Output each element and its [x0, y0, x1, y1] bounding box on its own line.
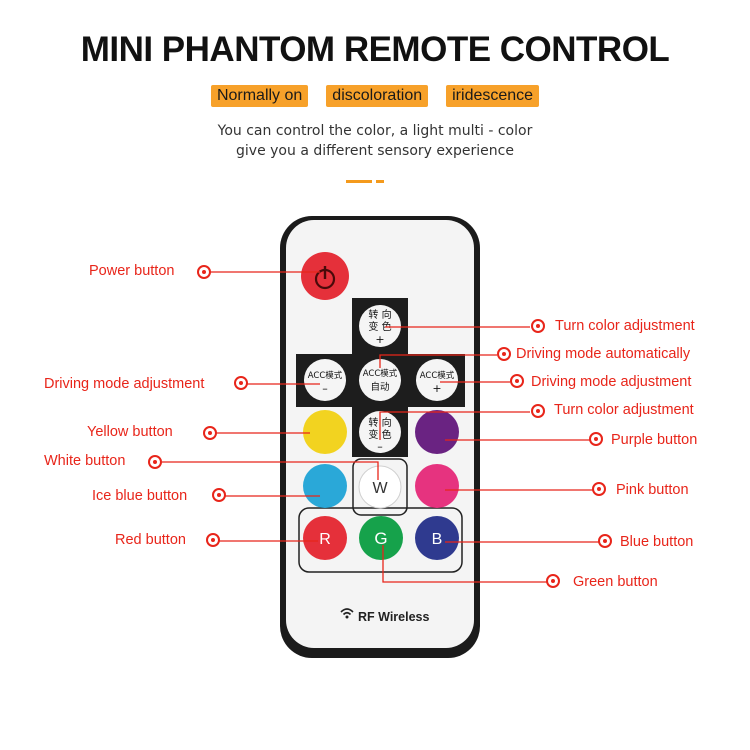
red-marker [206, 533, 220, 547]
acc-auto-line2: 自动 [370, 381, 389, 393]
yellow-button [303, 410, 347, 454]
turn-minus-line3: – [377, 440, 383, 453]
power-marker [197, 265, 211, 279]
green-button [359, 516, 403, 560]
label-turn-color-top: Turn color adjustment [555, 318, 695, 334]
page-title: MINI PHANTOM REMOTE CONTROL [80, 30, 670, 69]
acc-plus-line2: + [432, 382, 441, 395]
ice-blue-marker [212, 488, 226, 502]
pink-button [415, 464, 459, 508]
turn-color-top-marker [531, 319, 545, 333]
label-purple: Purple button [611, 432, 698, 448]
white-button-letter: W [372, 480, 388, 497]
turn-color-plus-button [359, 305, 401, 347]
red-button [303, 516, 347, 560]
purple-button [415, 410, 459, 454]
white-marker [148, 455, 162, 469]
label-green: Green button [573, 574, 658, 590]
turn-color-bottom-marker [531, 404, 545, 418]
subtitle-line-1: You can control the color, a light multi… [217, 123, 533, 139]
white-button-frame [352, 458, 408, 516]
driving-right-marker [510, 374, 524, 388]
acc-auto-line1: ACC模式 [363, 368, 398, 379]
label-blue: Blue button [620, 534, 694, 550]
red-button-letter: R [319, 531, 331, 548]
blue-button-letter: B [432, 531, 443, 548]
rf-wireless-label: RF Wireless [358, 610, 429, 624]
driving-left-marker [234, 376, 248, 390]
tag-normally-on: Normally on [210, 85, 309, 107]
blue-marker [598, 534, 612, 548]
acc-plus-line1: ACC模式 [420, 370, 455, 381]
label-red: Red button [115, 532, 186, 548]
label-turn-color-bottom: Turn color adjustment [554, 402, 694, 418]
feature-tags: Normally on discoloration iridescence [0, 85, 750, 107]
acc-minus-line1: ACC模式 [308, 370, 343, 381]
turn-plus-line2: 变 色 [368, 320, 391, 333]
label-ice-blue: Ice blue button [92, 488, 188, 504]
label-yellow: Yellow button [87, 424, 173, 440]
purple-marker [589, 432, 603, 446]
subtitle-line-2: give you a different sensory experience [236, 143, 514, 159]
label-power: Power button [89, 263, 175, 279]
green-marker [546, 574, 560, 588]
acc-auto-button [359, 359, 401, 401]
acc-minus-line2: – [322, 382, 328, 395]
label-white: White button [44, 453, 126, 469]
tag-discoloration: discoloration [326, 85, 429, 107]
ice-blue-button [303, 464, 347, 508]
wifi-icon [340, 608, 354, 619]
divider-dot [376, 180, 384, 183]
blue-button [415, 516, 459, 560]
turn-plus-line1: 转 向 [368, 308, 391, 321]
acc-minus-button [304, 359, 346, 401]
white-button [358, 465, 402, 509]
acc-plus-button [416, 359, 458, 401]
yellow-marker [203, 426, 217, 440]
tag-iridescence: iridescence [446, 85, 540, 107]
pink-marker [592, 482, 606, 496]
label-driving-auto: Driving mode automatically [516, 346, 691, 362]
green-button-letter: G [374, 529, 387, 548]
label-pink: Pink button [616, 482, 689, 498]
label-driving-right: Driving mode adjustment [531, 374, 692, 390]
label-driving-left: Driving mode adjustment [44, 376, 205, 392]
turn-plus-line3: + [375, 333, 384, 346]
annotation-lines [162, 271, 600, 583]
driving-auto-marker [497, 347, 511, 361]
divider-bar [346, 180, 372, 183]
